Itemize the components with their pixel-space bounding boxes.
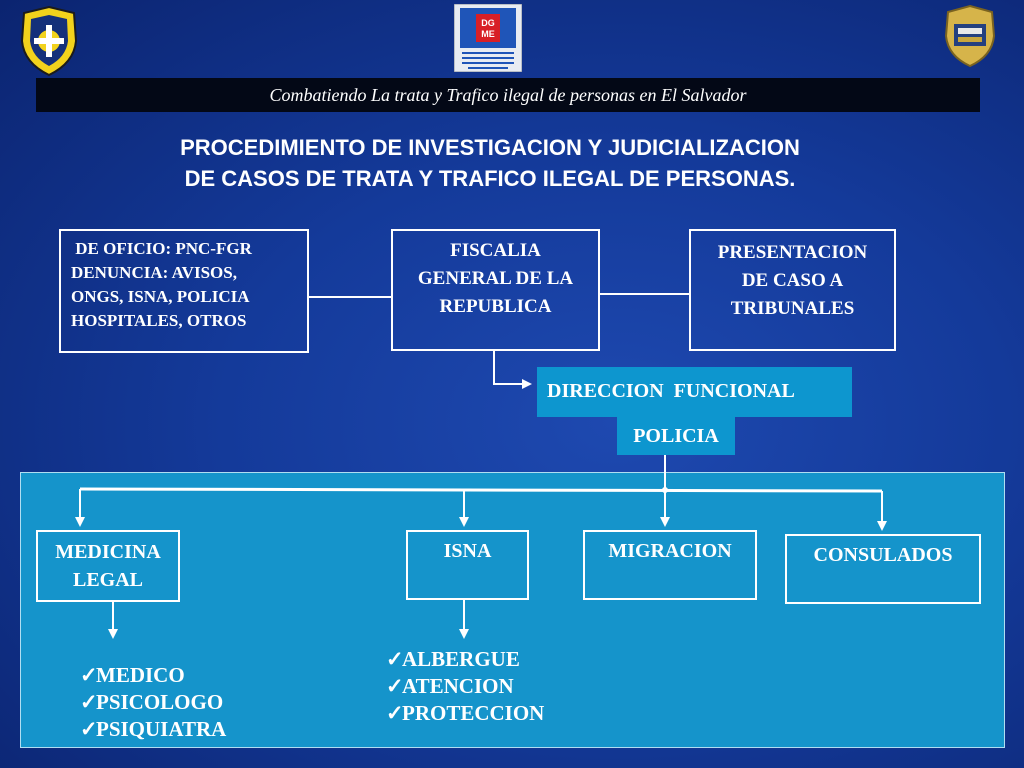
tribunales-line: PRESENTACION [717, 242, 868, 263]
check-icon: ✓ [80, 717, 98, 741]
checklist-item: ✓PSIQUIATRA [80, 716, 226, 743]
checklist-item-label: PROTECCION [402, 701, 545, 725]
svg-text:ME: ME [481, 29, 495, 39]
fiscalia-line: REPUBLICA [439, 296, 552, 317]
policia-label: POLICIA [633, 425, 719, 447]
page-title-line-1: PROCEDIMIENTO DE INVESTIGACION Y JUDICIA… [180, 135, 800, 160]
check-icon: ✓ [80, 663, 98, 687]
dgme-logo-icon: DG ME [453, 3, 523, 73]
direccion-funcional-label: DIRECCION FUNCIONAL [547, 380, 795, 402]
migracion-box: MIGRACION [583, 530, 757, 600]
isna-checklist: ✓ALBERGUE ✓ATENCION ✓PROTECCION [386, 646, 544, 727]
isna-label: ISNA [443, 540, 492, 562]
checklist-item-label: MEDICO [96, 663, 185, 687]
checklist-item-label: PSICOLOGO [96, 690, 224, 714]
svg-text:DG: DG [481, 18, 495, 28]
check-icon: ✓ [386, 701, 404, 725]
origin-line: DE OFICIO: PNC-FGR [71, 239, 252, 258]
isna-box: ISNA [406, 530, 529, 600]
origin-box: DE OFICIO: PNC-FGR DENUNCIA: AVISOS, ONG… [59, 229, 309, 353]
fiscalia-to-direccion-arrow [493, 351, 532, 389]
consulados-label: CONSULADOS [813, 544, 953, 566]
origin-line: HOSPITALES, OTROS [71, 311, 247, 330]
subtitle-text: Combatiendo La trata y Trafico ilegal de… [269, 84, 747, 105]
origin-line: ONGS, ISNA, POLICIA [71, 287, 250, 306]
checklist-item: ✓ATENCION [386, 673, 544, 700]
policia-box: POLICIA [617, 417, 735, 455]
check-icon: ✓ [386, 674, 404, 698]
checklist-item-label: ATENCION [402, 674, 514, 698]
checklist-item: ✓PROTECCION [386, 700, 544, 727]
fiscalia-box: FISCALIA GENERAL DE LA REPUBLICA [391, 229, 600, 351]
tribunales-line: TRIBUNALES [730, 298, 855, 319]
checklist-item: ✓MEDICO [80, 662, 226, 689]
tribunales-box: PRESENTACION DE CASO A TRIBUNALES [689, 229, 896, 351]
policia-nacional-civil-badge-icon [20, 5, 78, 77]
subtitle-bar: Combatiendo La trata y Trafico ilegal de… [36, 78, 980, 112]
fiscalia-line: FISCALIA [450, 240, 541, 261]
checklist-item-label: PSIQUIATRA [96, 717, 227, 741]
migracion-label: MIGRACION [608, 540, 732, 562]
page-title: PROCEDIMIENTO DE INVESTIGACION Y JUDICIA… [60, 132, 920, 194]
page-title-line-2: DE CASOS DE TRATA Y TRAFICO ILEGAL DE PE… [184, 166, 796, 191]
fgr-badge-icon [944, 4, 996, 68]
check-icon: ✓ [386, 647, 404, 671]
tribunales-line: DE CASO A [741, 270, 844, 291]
medicina-legal-box: MEDICINA LEGAL [36, 530, 180, 602]
consulados-box: CONSULADOS [785, 534, 981, 604]
medicina-checklist: ✓MEDICO ✓PSICOLOGO ✓PSIQUIATRA [80, 662, 226, 743]
direccion-funcional-box: DIRECCION FUNCIONAL [537, 367, 852, 417]
distribution-line [79, 487, 883, 493]
checklist-item-label: ALBERGUE [402, 647, 520, 671]
check-icon: ✓ [80, 690, 98, 714]
checklist-item: ✓PSICOLOGO [80, 689, 226, 716]
medicina-legal-line: LEGAL [72, 569, 144, 591]
checklist-item: ✓ALBERGUE [386, 646, 544, 673]
fiscalia-line: GENERAL DE LA [417, 268, 574, 289]
medicina-legal-line: MEDICINA [55, 541, 161, 563]
institutions-panel [20, 472, 1005, 748]
origin-line: DENUNCIA: AVISOS, [71, 263, 237, 282]
